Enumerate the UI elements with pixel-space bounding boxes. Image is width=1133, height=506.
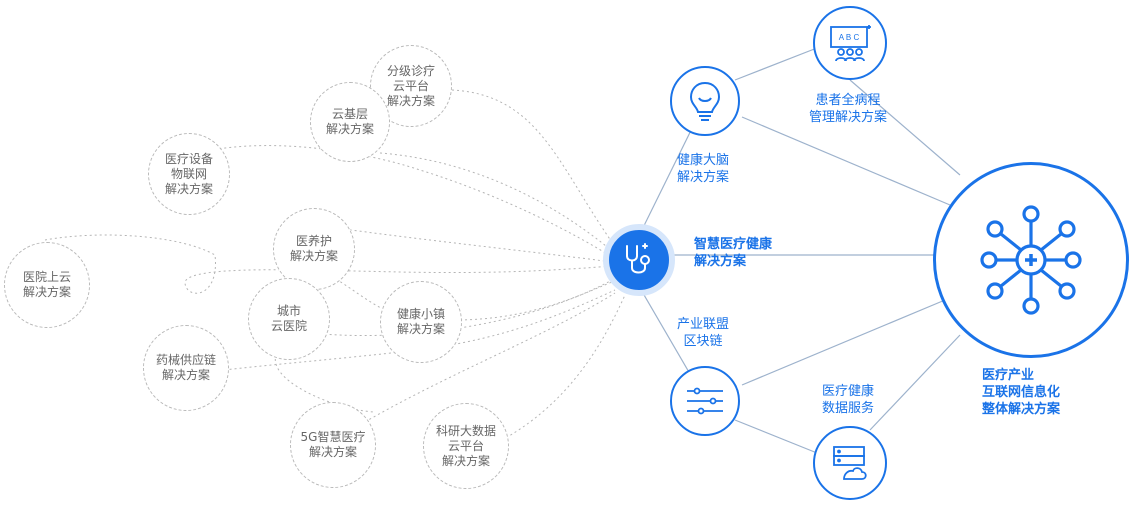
network-plus-icon	[980, 205, 1082, 315]
node-chengshi-yunyiyuan[interactable]: 城市 云医院	[248, 278, 330, 360]
link-data-main	[869, 334, 961, 431]
stethoscope-icon	[626, 243, 650, 274]
presentation-board-icon: A B C	[830, 25, 871, 62]
link-keyan	[469, 294, 626, 456]
node-keyan-dashuju[interactable]: 科研大数据 云平台 解决方案	[423, 403, 509, 489]
link-brain-patient	[734, 45, 823, 81]
node-yiyanghu[interactable]: 医养护 解决方案	[273, 208, 355, 290]
chain-label: 产业联盟 区块链	[676, 317, 729, 349]
hub-zhihui-yiliao[interactable]	[603, 224, 675, 296]
link-chain-main	[741, 299, 946, 386]
node-yiliao-shebei[interactable]: 医疗设备 物联网 解决方案	[148, 133, 230, 215]
link-patient-main	[849, 79, 961, 176]
link-jiankangxiaozhen	[454, 281, 613, 321]
sliders-icon	[687, 387, 723, 415]
node-huanzhe-quanbingcheng[interactable]: A B C	[813, 6, 887, 80]
node-jiankang-xiaozhen[interactable]: 健康小镇 解决方案	[380, 281, 462, 363]
cloud-server-icon	[833, 446, 867, 480]
node-yaoxie-gongyinglian[interactable]: 药械供应链 解决方案	[143, 325, 229, 411]
link-yiyanghu-chengshi	[299, 261, 396, 316]
node-yunjiceng[interactable]: 云基层 解决方案	[310, 82, 390, 162]
link-brain-main	[741, 116, 951, 206]
main-label: 医疗产业 互联网信息化 整体解决方案	[982, 368, 1061, 417]
data-label: 医疗健康 数据服务	[821, 384, 874, 416]
node-label: 健康小镇 解决方案	[396, 307, 445, 336]
node-fenji-zhenliao[interactable]: 分级诊疗 云平台 解决方案	[370, 45, 452, 127]
patient-label: 患者全病程 管理解决方案	[808, 93, 887, 125]
node-label: 医疗设备 物联网 解决方案	[164, 151, 213, 196]
brain-label: 健康大脑 解决方案	[676, 153, 729, 185]
lightbulb-icon	[689, 81, 721, 121]
node-label: 医养护 解决方案	[289, 234, 338, 263]
node-label: 城市 云医院	[270, 304, 307, 333]
node-label: 分级诊疗 云平台 解决方案	[386, 63, 435, 108]
link-yunjiceng	[379, 152, 626, 263]
node-label: 药械供应链 解决方案	[155, 353, 216, 382]
node-yiyuan-shangyun[interactable]: 医院上云 解决方案	[4, 242, 90, 328]
node-chanye-lianmeng[interactable]	[670, 366, 740, 436]
node-label: 5G智慧医疗 解决方案	[300, 430, 366, 459]
link-yiyuanshangyun	[44, 234, 613, 294]
board-text: A B C	[839, 33, 860, 42]
link-5g	[334, 292, 616, 441]
node-label: 云基层 解决方案	[325, 107, 374, 136]
link-chain-data	[734, 419, 823, 456]
node-main-solution[interactable]	[933, 162, 1129, 358]
node-label: 医院上云 解决方案	[22, 270, 71, 299]
link-shebei	[189, 145, 626, 266]
node-shuju-fuwu[interactable]	[813, 426, 887, 500]
hub-label: 智慧医疗健康 解决方案	[694, 237, 773, 269]
node-label: 科研大数据 云平台 解决方案	[435, 423, 496, 468]
node-jiankang-danao[interactable]	[670, 66, 740, 136]
node-5g-zhihui[interactable]: 5G智慧医疗 解决方案	[290, 402, 376, 488]
link-yiyanghu	[314, 224, 613, 263]
link-fenji	[451, 89, 626, 261]
